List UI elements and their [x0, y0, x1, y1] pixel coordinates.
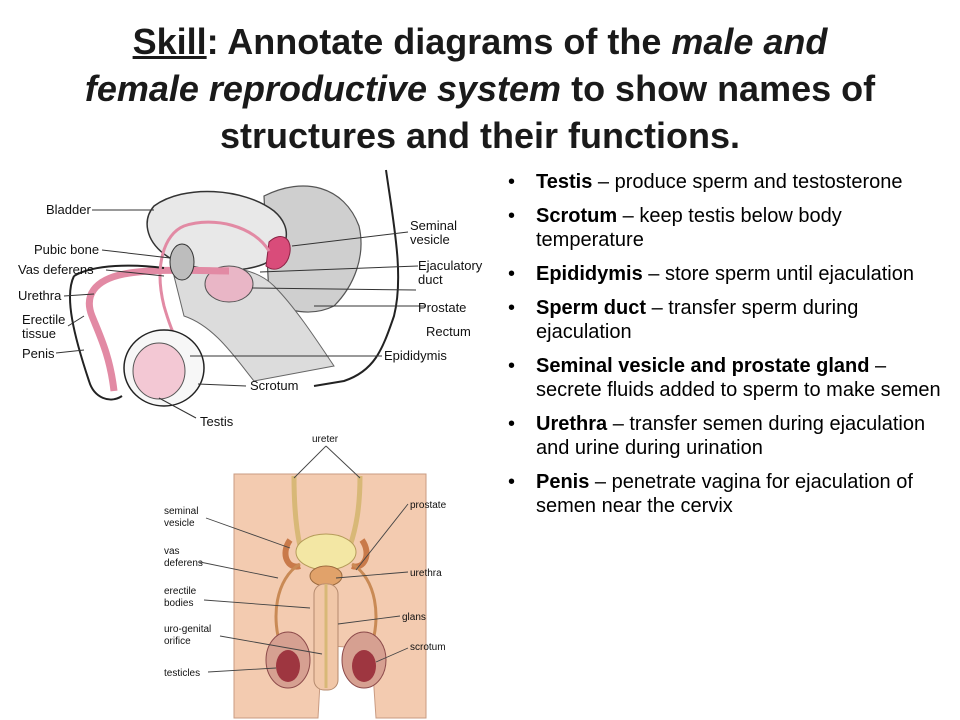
front-view-diagram: ureter seminal vesicle vas deferens erec…	[164, 434, 447, 719]
page-title: Skill: Annotate diagrams of the male and…	[20, 18, 940, 159]
label-ejaculatory-2: duct	[418, 272, 443, 287]
bullet-icon: •	[508, 171, 516, 193]
label-pubic-bone: Pubic bone	[34, 242, 99, 257]
label-f-vas-2: deferens	[164, 558, 203, 569]
label-f-uro-2: orifice	[164, 636, 191, 647]
item-desc: – store sperm until ejaculation	[642, 263, 914, 285]
label-testis: Testis	[200, 414, 234, 429]
label-f-glans: glans	[402, 612, 426, 623]
item-term: Scrotum	[536, 205, 618, 227]
list-item: • Penis – penetrate vagina for ejaculatio…	[508, 470, 948, 518]
bullet-icon: •	[508, 471, 516, 493]
testis-shape	[132, 342, 186, 400]
front-bladder	[295, 533, 357, 571]
item-term: Penis	[536, 471, 590, 493]
item-desc: – transfer semen during ejaculation and …	[536, 413, 926, 459]
list-item: • Scrotum – keep testis below body temper…	[508, 204, 948, 252]
label-rectum: Rectum	[426, 324, 471, 339]
label-f-prostate: prostate	[410, 500, 447, 511]
bullet-icon: •	[508, 355, 516, 377]
label-f-erectile-1: erectile	[164, 586, 197, 597]
list-item: • Sperm duct – transfer sperm during ejac…	[508, 296, 948, 344]
pubic-bone-shape	[169, 243, 195, 281]
prostate-shape	[204, 265, 254, 303]
title-skill: Skill	[132, 21, 207, 62]
label-bladder: Bladder	[46, 202, 91, 217]
label-f-vas-1: vas	[164, 546, 180, 557]
title-italic-2: female reproductive system	[84, 68, 562, 109]
label-f-seminal-2: vesicle	[164, 518, 195, 529]
title-text-2: to show names of structures and their fu…	[219, 68, 876, 156]
pelvic-area	[263, 185, 362, 313]
bullet-icon: •	[508, 413, 516, 435]
seminal-vesicle-shape	[265, 236, 291, 270]
title-italic-1: male and	[671, 21, 828, 62]
label-f-seminal-1: seminal	[164, 506, 198, 517]
label-f-erectile-2: bodies	[164, 598, 193, 609]
ureter-left	[291, 475, 303, 547]
label-vas-deferens: Vas deferens	[18, 262, 94, 277]
label-penis: Penis	[22, 346, 55, 361]
label-scrotum: Scrotum	[250, 378, 298, 393]
item-desc: – secrete fluids added to sperm to make …	[536, 355, 941, 401]
label-erectile-2: tissue	[22, 326, 56, 341]
label-f-scrotum: scrotum	[410, 642, 446, 653]
list-item: • Urethra – transfer semen during ejacula…	[508, 412, 948, 460]
label-f-uro-1: uro-genital	[164, 624, 211, 635]
label-seminal-2: vesicle	[410, 232, 450, 247]
item-term: Epididymis	[536, 263, 643, 285]
label-f-urethra: urethra	[410, 568, 442, 579]
bullet-icon: •	[508, 263, 516, 285]
item-term: Sperm duct	[536, 297, 647, 319]
item-desc: – transfer sperm during ejaculation	[536, 297, 859, 343]
bullet-icon: •	[508, 297, 516, 319]
item-term: Urethra	[536, 413, 608, 435]
item-desc: – produce sperm and testosterone	[592, 171, 903, 193]
label-ejaculatory-1: Ejaculatory	[418, 258, 483, 273]
label-seminal-1: Seminal	[410, 218, 457, 233]
item-desc: – keep testis below body temperature	[536, 205, 842, 251]
label-epididymis: Epididymis	[384, 348, 447, 363]
label-erectile-1: Erectile	[22, 312, 65, 327]
ureter-right	[347, 475, 363, 547]
front-testicle-right-inner	[352, 650, 376, 682]
label-prostate: Prostate	[418, 300, 466, 315]
list-item: • Seminal vesicle and prostate gland – se…	[508, 354, 948, 402]
item-term: Testis	[536, 171, 593, 193]
label-f-testicles: testicles	[164, 668, 200, 679]
bullet-icon: •	[508, 205, 516, 227]
front-prostate	[309, 565, 343, 587]
item-term: Seminal vesicle and prostate gland	[536, 355, 870, 377]
title-text-1: : Annotate diagrams of the	[206, 21, 672, 62]
body-outline	[313, 169, 400, 387]
list-item: • Testis – produce sperm and testosterone	[508, 170, 948, 194]
front-testicle-left-inner	[276, 650, 300, 682]
item-desc: – penetrate vagina for ejaculation of se…	[536, 471, 913, 517]
label-ureter: ureter	[312, 434, 339, 445]
function-list: • Testis – produce sperm and testosterone…	[508, 170, 948, 528]
label-urethra: Urethra	[18, 288, 62, 303]
list-item: • Epididymis – store sperm until ejaculat…	[508, 262, 948, 286]
side-view-diagram: Bladder Pubic bone Vas deferens Urethra …	[18, 169, 483, 429]
